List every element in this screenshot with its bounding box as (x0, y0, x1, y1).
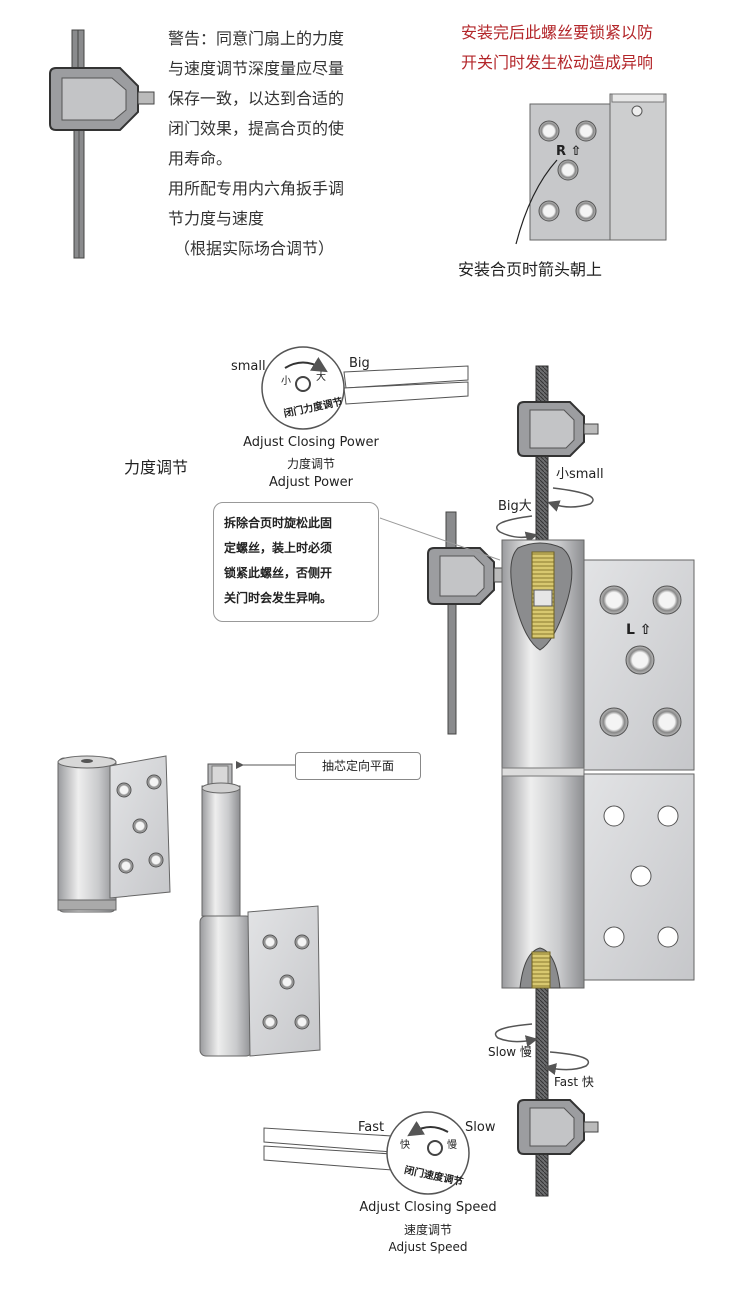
callout-line: 关门时会发生异响。 (224, 591, 333, 605)
main-hinge-upper: L ⇧ (501, 539, 695, 773)
speed-caption-cn: 速度调节 (404, 1222, 452, 1237)
speed-dial-slow-glyph: 慢 (447, 1139, 457, 1151)
core-pin-hinge (199, 761, 321, 1057)
callout-line: 拆除合页时旋松此固 (224, 516, 333, 530)
warning-line: 警告：同意门扇上的力度 (168, 29, 345, 48)
warning-line: 闭门效果，提高合页的使 (168, 119, 345, 138)
main-hinge-lower (501, 767, 695, 989)
speed-fast-rod-label: Fast 快 (554, 1075, 594, 1089)
warning-text: 警告：同意门扇上的力度 与速度调节深度量应尽量 保存一致，以达到合适的 闭门效果… (168, 24, 378, 264)
core-orientation-tag: 抽芯定向平面 (295, 752, 421, 780)
side-hex-key-icon (427, 511, 509, 735)
power-big-label: Big (349, 356, 370, 371)
callout-line: 锁紧此螺丝，否侧开 (224, 566, 333, 580)
power-side-title: 力度调节 (124, 458, 189, 477)
speed-caption-en2: Adjust Speed (389, 1240, 468, 1254)
callout-line: 定螺丝，装上时必须 (224, 541, 333, 555)
power-small-label: small (231, 359, 266, 374)
power-big-rod-label: Big大 (498, 499, 532, 514)
speed-slow-rod-label: Slow 慢 (488, 1045, 532, 1059)
power-dial: 小 大 闭门力度调节 small Big Adjust Closing Powe… (231, 346, 469, 490)
top-hex-key-icon (517, 401, 599, 457)
power-small-rod-label: 小small (556, 467, 604, 482)
hex-key-icon (49, 29, 155, 259)
speed-dial: 快 慢 闭门速度调节 Fast Slow Adjust Closing Spee… (263, 1111, 497, 1254)
power-dial-small-glyph: 小 (281, 375, 291, 387)
install-arrow-note: 安装合页时箭头朝上 (458, 260, 603, 279)
power-caption-cn: 力度调节 (287, 456, 335, 471)
speed-fast-label: Fast (358, 1120, 384, 1135)
warning-line: 与速度调节深度量应尽量 (168, 59, 345, 78)
screw-notice: 安装完后此螺丝要锁紧以防 开关门时发生松动造成异响 (432, 18, 682, 78)
screw-notice-line1: 安装完后此螺丝要锁紧以防 (460, 23, 653, 42)
power-rotation-arrows: 小small Big大 (496, 467, 604, 544)
speed-slow-label: Slow (465, 1120, 496, 1135)
warning-line: 保存一致，以达到合适的 (168, 89, 345, 108)
warning-line: 用寿命。 (168, 149, 233, 168)
speed-rotation-arrows: Slow 慢 Fast 快 (488, 1023, 594, 1089)
power-dial-big-glyph: 大 (316, 370, 326, 383)
warning-line: 节力度与速度 (168, 209, 265, 228)
hinge-l-arrow-label: L ⇧ (626, 622, 652, 638)
speed-dial-fast-glyph: 快 (400, 1139, 410, 1151)
top-mounting-plate: R ⇧ (515, 93, 667, 245)
power-caption-en: Adjust Closing Power (243, 435, 379, 450)
warning-line: （根据实际场合调节） (174, 239, 335, 258)
warning-line: 用所配专用内六角扳手调 (168, 179, 345, 198)
power-caption-en2: Adjust Power (269, 475, 354, 490)
speed-caption-en: Adjust Closing Speed (359, 1200, 496, 1215)
bottom-hex-key-icon (517, 1099, 599, 1155)
small-hinge-assembled (57, 755, 171, 913)
screw-callout: 拆除合页时旋松此固 定螺丝，装上时必须 锁紧此螺丝，否侧开 关门时会发生异响。 (213, 502, 379, 622)
plate-r-arrow-label: R ⇧ (556, 144, 581, 159)
screw-notice-line2: 开关门时发生松动造成异响 (460, 53, 653, 72)
